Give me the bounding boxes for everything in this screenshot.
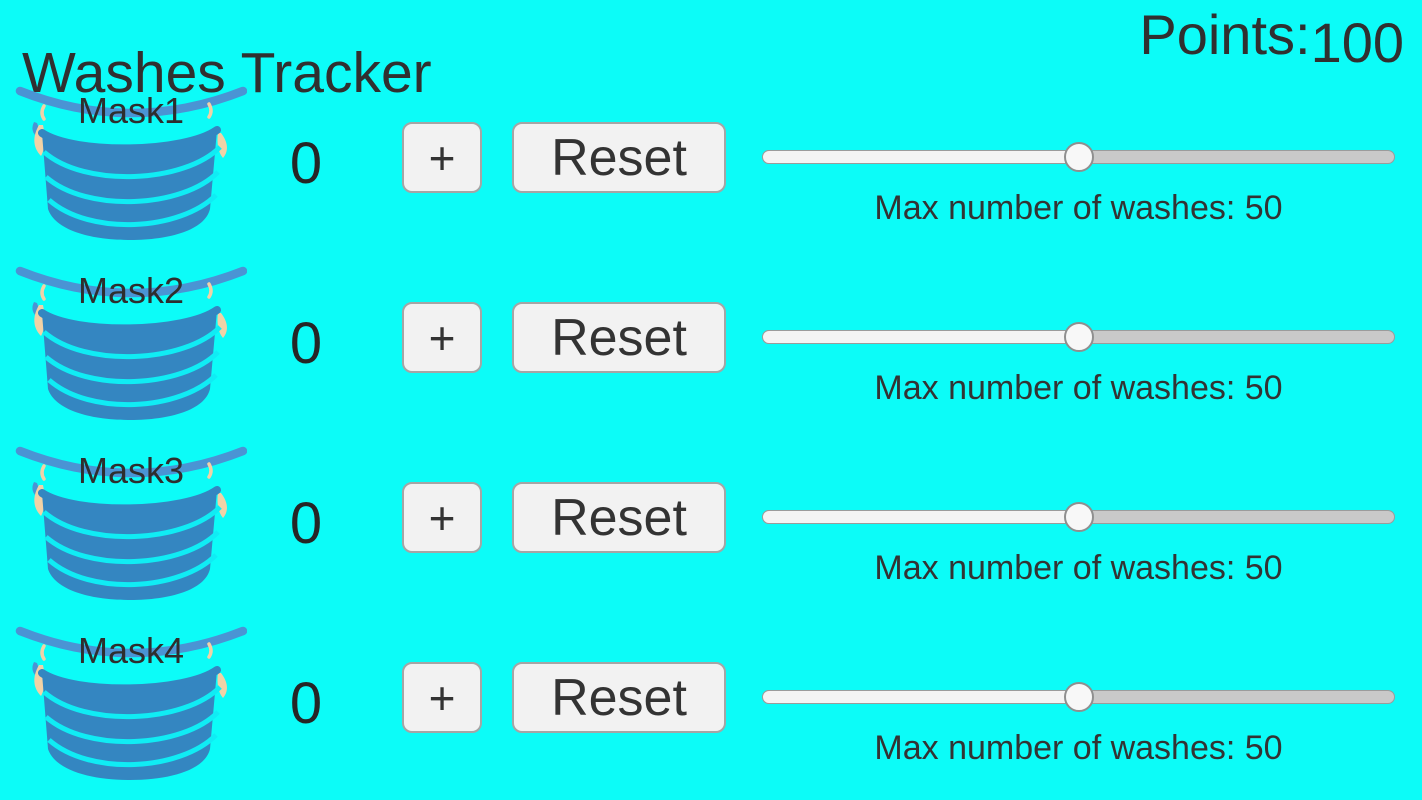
face-mask-icon [15, 266, 247, 420]
ear-knot-right-icon [207, 102, 213, 119]
slider-fill [762, 330, 1079, 344]
mask-pleat-1 [42, 505, 222, 540]
reset-washes-button[interactable]: Reset [512, 482, 726, 553]
max-washes-slider[interactable] [762, 682, 1395, 712]
ear-loop-right-icon [217, 493, 227, 518]
mask-row: Mask3 0 + Reset Max number of washes: 50 [0, 445, 1422, 625]
max-washes-label: Max number of washes: 50 [874, 369, 1283, 407]
increment-wash-button[interactable]: + [402, 302, 482, 373]
mask-row: Mask4 0 + Reset Max number of washes: 50 [0, 625, 1422, 800]
mask-name-label: Mask1 [77, 90, 185, 131]
mask-icon-wrap: Mask3 [15, 445, 247, 607]
mask-body [42, 130, 217, 240]
mask-pleat-2 [44, 530, 220, 565]
mask-pleat-2 [44, 710, 220, 745]
mask-icon-wrap: Mask1 [15, 85, 247, 247]
ear-knot-left-icon [40, 284, 46, 301]
mask-body [42, 670, 217, 780]
increment-wash-button[interactable]: + [402, 662, 482, 733]
points-display: Points:100 [1139, 3, 1404, 74]
face-mask-icon [15, 626, 247, 780]
ear-loop-right-icon [217, 313, 227, 338]
face-mask-icon [15, 446, 247, 600]
slider-fill [762, 690, 1079, 704]
mask-strap-arc [15, 266, 247, 298]
mask-pleat-3 [47, 373, 218, 407]
mask-row: Mask1 0 + Reset Max number of washes: 50 [0, 85, 1422, 265]
increment-wash-button[interactable]: + [402, 482, 482, 553]
max-washes-slider[interactable] [762, 502, 1395, 532]
mask-pleat-1 [42, 685, 222, 720]
ear-loop-right-icon [217, 133, 227, 158]
mask-name-label: Mask3 [77, 450, 185, 491]
mask-strap-arc [15, 446, 247, 478]
ear-knot-right-icon [207, 282, 213, 299]
mask-name-label: Mask2 [77, 270, 185, 311]
wash-count: 0 [289, 131, 323, 196]
slider-fill [762, 510, 1079, 524]
wash-count: 0 [289, 311, 323, 376]
mask-top-edge [38, 486, 221, 513]
reset-washes-button[interactable]: Reset [512, 302, 726, 373]
mask-icon-wrap: Mask4 [15, 625, 247, 787]
slider-thumb[interactable] [1063, 322, 1094, 352]
mask-name-label: Mask4 [77, 630, 185, 671]
reset-washes-button[interactable]: Reset [512, 122, 726, 193]
mask-pleat-3 [47, 733, 218, 767]
max-washes-label: Max number of washes: 50 [874, 729, 1283, 767]
slider-thumb[interactable] [1063, 502, 1094, 532]
ear-knot-left-icon [40, 104, 46, 121]
reset-washes-button[interactable]: Reset [512, 662, 726, 733]
increment-wash-button[interactable]: + [402, 122, 482, 193]
face-mask-icon [15, 86, 247, 240]
mask-pleat-2 [44, 170, 220, 205]
points-value: 100 [1310, 11, 1404, 74]
slider-thumb[interactable] [1063, 142, 1094, 172]
ear-knot-left-icon [40, 644, 46, 661]
max-washes-slider[interactable] [762, 142, 1395, 172]
mask-pleat-3 [47, 553, 218, 587]
mask-strap-arc [15, 626, 247, 658]
mask-top-edge [38, 126, 221, 153]
ear-knot-left-icon [40, 464, 46, 481]
mask-row: Mask2 0 + Reset Max number of washes: 50 [0, 265, 1422, 445]
max-washes-label: Max number of washes: 50 [874, 189, 1283, 227]
mask-pleat-1 [42, 145, 222, 180]
wash-count: 0 [289, 491, 323, 556]
mask-pleat-2 [44, 350, 220, 385]
mask-pleat-1 [42, 325, 222, 360]
mask-pleat-3 [47, 193, 218, 227]
ear-loop-right-icon [217, 673, 227, 698]
ear-knot-right-icon [207, 642, 213, 659]
slider-thumb[interactable] [1063, 682, 1094, 712]
mask-top-edge [38, 306, 221, 333]
max-washes-slider[interactable] [762, 322, 1395, 352]
ear-knot-right-icon [207, 462, 213, 479]
mask-body [42, 490, 217, 600]
points-label: Points: [1139, 3, 1311, 66]
mask-strap-arc [15, 86, 247, 118]
wash-count: 0 [289, 671, 323, 736]
mask-body [42, 310, 217, 420]
max-washes-label: Max number of washes: 50 [874, 549, 1283, 587]
slider-fill [762, 150, 1079, 164]
mask-icon-wrap: Mask2 [15, 265, 247, 427]
mask-top-edge [38, 666, 221, 693]
